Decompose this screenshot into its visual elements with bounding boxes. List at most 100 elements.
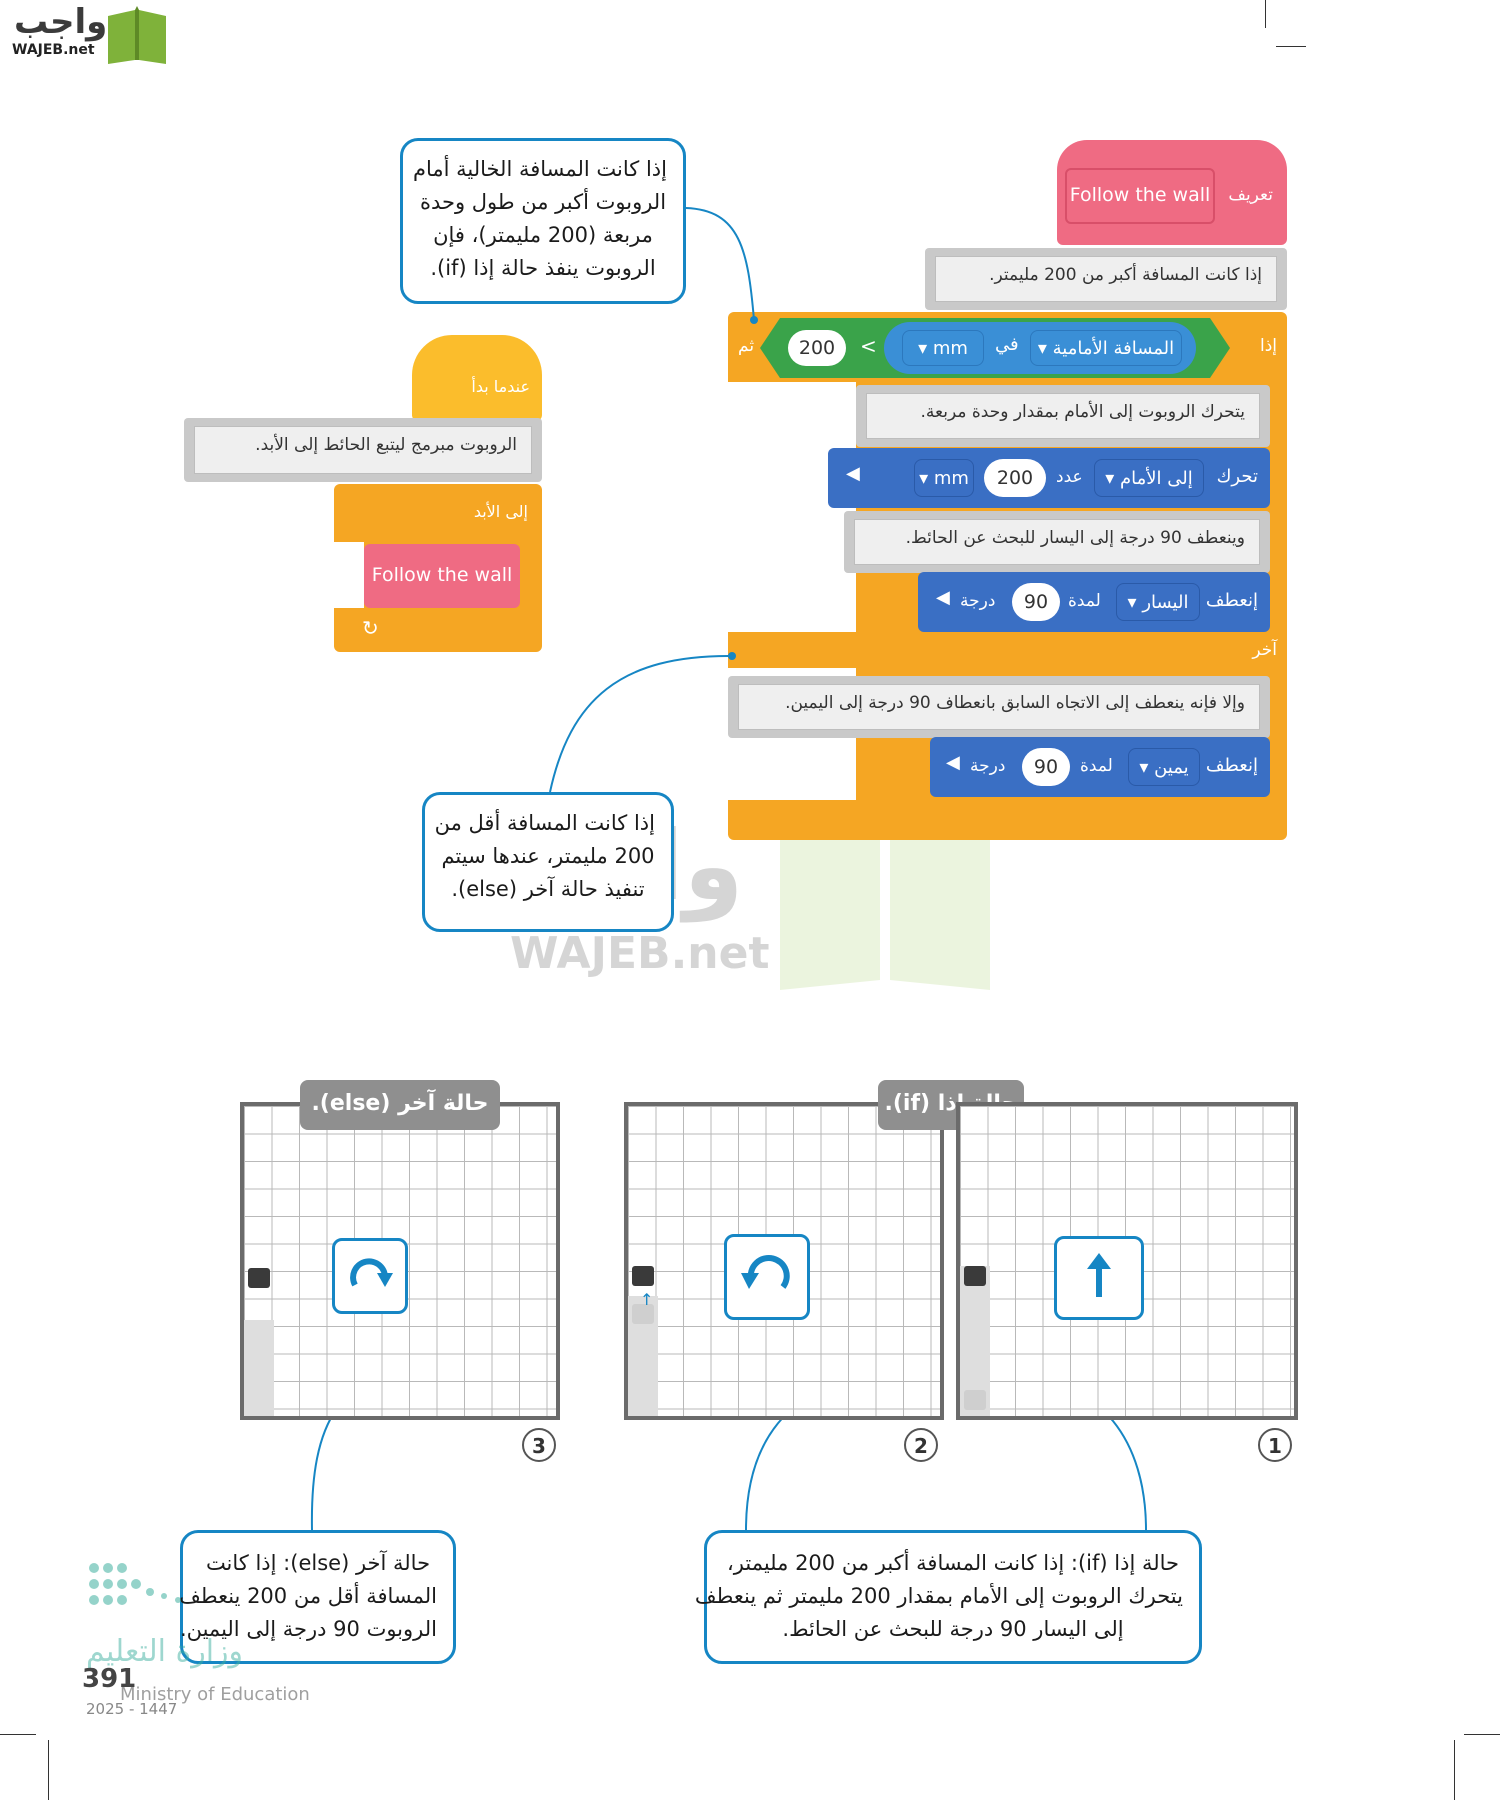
- logo-text-ar: واجب: [14, 2, 108, 42]
- turn-label: إنعطف: [1205, 590, 1258, 611]
- watermark-text-latin: WAJEB.net: [510, 928, 770, 979]
- comment-else-text: وإلا فإنه ينعطف إلى الاتجاه السابق بانعط…: [738, 684, 1260, 730]
- year-label: 2025 - 1447: [86, 1700, 178, 1718]
- move-unit-dropdown[interactable]: ▾ mm: [914, 459, 974, 497]
- comment-move[interactable]: يتحرك الروبوت إلى الأمام بمقدار وحدة مرب…: [856, 385, 1270, 447]
- callout-line: المسافة أقل من 200 ينعطف: [179, 1584, 437, 1608]
- callout-line: حالة إذا (if): إذا كانت المسافة أكبر من …: [727, 1551, 1179, 1575]
- ministry-logo-dots: [89, 1563, 181, 1605]
- turn-left-direction-dropdown[interactable]: اليسار ▾: [1116, 583, 1200, 621]
- play-arrow-icon: ◀: [946, 752, 960, 773]
- robot-ghost-icon: [964, 1390, 986, 1410]
- crop-mark: [1276, 46, 1306, 47]
- call-follow-wall-block[interactable]: Follow the wall: [364, 544, 520, 608]
- turn-right-degrees[interactable]: 90: [1022, 748, 1070, 786]
- robot-icon: [964, 1266, 986, 1286]
- ministry-name-ar: وزارة التعليم: [86, 1634, 244, 1669]
- page-number: 391: [82, 1664, 137, 1694]
- move-label: تحرك: [1216, 466, 1258, 487]
- then-label: ثم: [738, 336, 755, 356]
- crop-mark: [1265, 0, 1266, 28]
- chevron-down-icon: ▾: [1127, 592, 1137, 613]
- when-started-hat-block[interactable]: عندما بدأ: [412, 335, 542, 421]
- forever-label: إلى الأبد: [473, 502, 528, 521]
- crop-mark: [1464, 1734, 1500, 1735]
- loop-arrow-icon: ↻: [362, 616, 379, 640]
- book-icon: [108, 6, 166, 64]
- arrow-up-icon: [1087, 1253, 1111, 1297]
- sensor-dropdown[interactable]: المسافة الأمامية ▾: [1030, 330, 1182, 366]
- callout-line: إذا كانت المسافة الخالية أمام: [412, 157, 667, 181]
- turn-left-block[interactable]: إنعطف: [918, 572, 1270, 632]
- define-name: Follow the wall: [1069, 184, 1211, 206]
- step-number-2: 2: [904, 1428, 938, 1462]
- comment-forever[interactable]: الروبوت مبرمج ليتبع الحائط إلى الأبد.: [184, 418, 542, 482]
- unit-label: mm: [932, 338, 968, 359]
- comment-turn-left-text: وينعطف 90 درجة إلى اليسار للبحث عن الحائ…: [854, 519, 1260, 565]
- move-unit-label: mm: [933, 468, 969, 489]
- count-label: عدد: [1056, 467, 1083, 487]
- callout-line: إذا كانت المسافة أقل من: [434, 811, 655, 835]
- for-label: لمدة: [1068, 591, 1101, 611]
- crop-mark: [48, 1740, 49, 1800]
- move-value[interactable]: 200: [984, 459, 1046, 497]
- arrow-box: [332, 1238, 408, 1314]
- call-name: Follow the wall: [371, 564, 513, 586]
- define-block[interactable]: تعريف Follow the wall: [1057, 140, 1287, 245]
- forever-inner-gap: [334, 542, 364, 608]
- if-label: إذا: [1259, 336, 1277, 356]
- callout-line: الروبوت أكبر من طول وحدة: [419, 190, 667, 214]
- unit-dropdown[interactable]: ▾ mm: [902, 330, 984, 366]
- chevron-down-icon: ▾: [1105, 468, 1115, 489]
- in-label: في: [995, 334, 1019, 355]
- degrees-label: درجة: [960, 591, 996, 611]
- turn-left-degrees[interactable]: 90: [1012, 583, 1060, 621]
- arrow-up-small-icon: ↑: [640, 1290, 654, 1309]
- chevron-down-icon: ▾: [1037, 338, 1047, 359]
- threshold-value[interactable]: 200: [788, 330, 846, 366]
- less-than-operator: <: [860, 334, 877, 358]
- comment-if-text: إذا كانت المسافة أكبر من 200 مليمتر.: [935, 256, 1277, 302]
- turn-label: إنعطف: [1205, 755, 1258, 776]
- turn-right-direction-label: يمين: [1154, 757, 1189, 778]
- turn-left-direction-label: اليسار: [1142, 592, 1189, 613]
- play-arrow-icon: ◀: [846, 463, 860, 484]
- comment-move-text: يتحرك الروبوت إلى الأمام بمقدار وحدة مرب…: [866, 393, 1260, 439]
- callout-line: تنفيذ حالة آخر (else).: [451, 877, 645, 901]
- degrees-label: درجة: [970, 756, 1006, 776]
- path-cells: [244, 1320, 274, 1416]
- turn-right-direction-dropdown[interactable]: يمين ▾: [1128, 748, 1200, 786]
- callout-if-case: حالة إذا (if): إذا كانت المسافة أكبر من …: [694, 1530, 1202, 1664]
- robot-ghost-icon: [632, 1304, 654, 1324]
- arrow-box: [1054, 1236, 1144, 1320]
- rotate-left-icon: [741, 1255, 790, 1289]
- callout-else-condition: إذا كانت المسافة أقل من 200 مليمتر، عنده…: [422, 792, 674, 932]
- comment-forever-text: الروبوت مبرمج ليتبع الحائط إلى الأبد.: [194, 426, 532, 474]
- define-name-slot[interactable]: Follow the wall: [1065, 168, 1215, 224]
- callout-line: الروبوت 90 درجة إلى اليمين.: [179, 1617, 437, 1641]
- watermark-book-icon: [780, 826, 990, 990]
- callout-line: يتحرك الروبوت إلى الأمام بمقدار 200 مليم…: [694, 1584, 1183, 1608]
- robot-icon: [632, 1266, 654, 1286]
- chevron-down-icon: ▾: [918, 338, 928, 359]
- sensor-label: المسافة الأمامية: [1052, 338, 1175, 359]
- else-label: آخر: [1252, 640, 1277, 660]
- move-direction-dropdown[interactable]: إلى الأمام ▾: [1094, 459, 1204, 497]
- comment-turn-left[interactable]: وينعطف 90 درجة إلى اليسار للبحث عن الحائ…: [844, 511, 1270, 573]
- crop-mark: [0, 1734, 36, 1735]
- arrow-box: [724, 1234, 810, 1320]
- logo-text-latin: WAJEB.net: [12, 42, 95, 58]
- callout-else-case: حالة آخر (else): إذا كانت المسافة أقل من…: [179, 1530, 456, 1664]
- ministry-name-en: Ministry of Education: [120, 1684, 310, 1705]
- robot-icon: [248, 1268, 270, 1288]
- callout-if-condition: إذا كانت المسافة الخالية أمام الروبوت أك…: [400, 138, 686, 304]
- comment-if[interactable]: إذا كانت المسافة أكبر من 200 مليمتر.: [925, 248, 1287, 310]
- step-number-1: 1: [1258, 1428, 1292, 1462]
- callout-line: مربعة (200 مليمتر)، فإن: [433, 223, 653, 247]
- chevron-down-icon: ▾: [919, 468, 929, 489]
- define-label: تعريف: [1228, 185, 1273, 205]
- comment-else[interactable]: وإلا فإنه ينعطف إلى الاتجاه السابق بانعط…: [728, 676, 1270, 738]
- turn-right-block[interactable]: إنعطف: [930, 737, 1270, 797]
- play-arrow-icon: ◀: [936, 587, 950, 608]
- wajeb-logo: واجب WAJEB.net: [8, 2, 168, 64]
